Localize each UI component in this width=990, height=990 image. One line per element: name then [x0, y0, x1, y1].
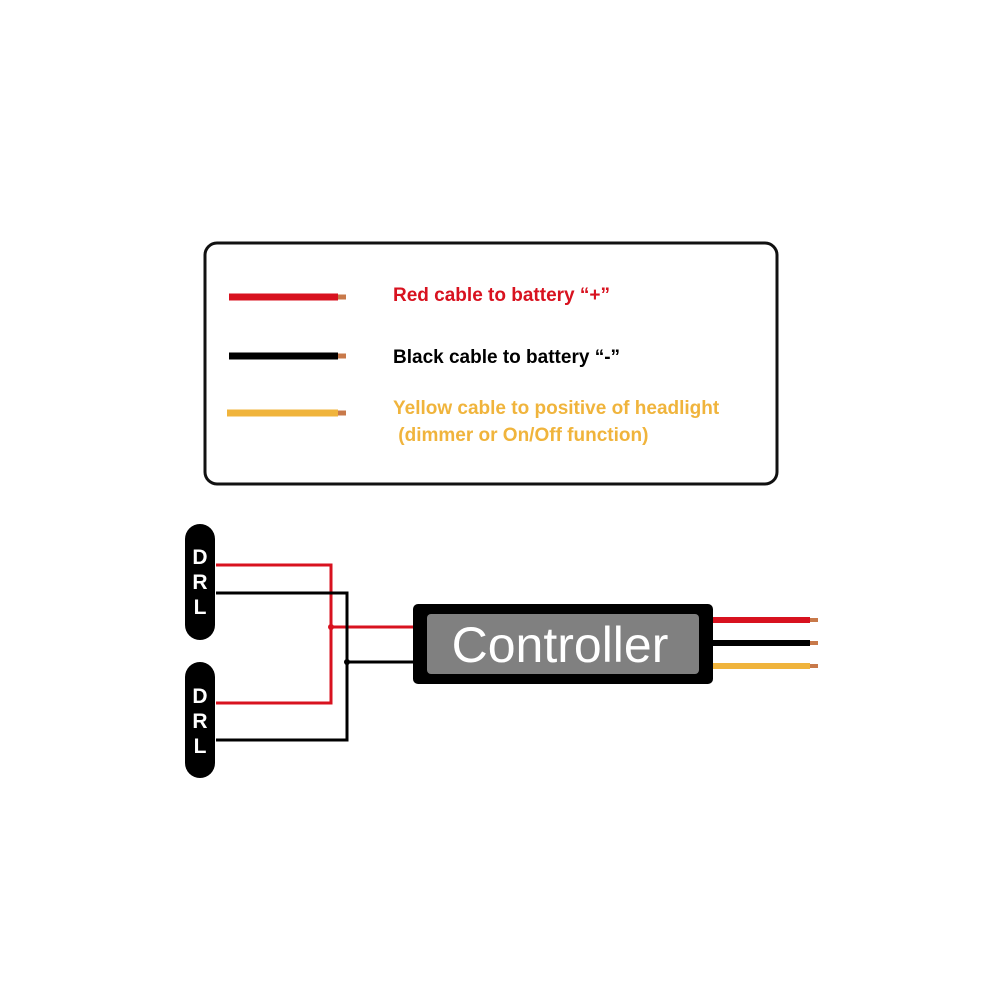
- black-wire-drl-2: [216, 662, 349, 742]
- drl-unit-1-letter-r: R: [192, 571, 207, 594]
- black-junction: [344, 659, 350, 665]
- drl-unit-1-body: [185, 524, 215, 640]
- legend-label-yellow: Yellow cable to positive of headlight: [393, 398, 720, 419]
- controller: Controller: [413, 604, 713, 684]
- red-wire-drl-1: [216, 563, 333, 627]
- drl-wiring: [216, 563, 414, 742]
- controller-output-wires: [713, 617, 818, 669]
- drl-unit-2-letter-l: L: [194, 735, 207, 758]
- controller-label-panel: [427, 614, 699, 674]
- controller-label: Controller: [452, 617, 669, 673]
- drl-unit-2-letter-r: R: [192, 710, 207, 733]
- legend-label-black: Black cable to battery “-”: [393, 347, 620, 368]
- drl-unit-2: D R L: [185, 662, 215, 778]
- drl-unit-1-letter-l: L: [194, 596, 207, 619]
- red-junction: [328, 624, 334, 630]
- legend-frame: [203, 241, 779, 486]
- black-wire-drl-1: [216, 591, 349, 662]
- drl-unit-2-letter-d: D: [192, 685, 207, 708]
- red-wire-drl-2: [216, 627, 333, 705]
- legend-box: Red cable to battery “+” Black cable to …: [203, 241, 779, 486]
- drl-unit-1: D R L: [185, 524, 215, 640]
- drl-unit-1-letter-d: D: [192, 546, 207, 569]
- drl-unit-2-body: [185, 662, 215, 778]
- legend-label-red: Red cable to battery “+”: [393, 285, 610, 306]
- legend-label-yellow-line2: (dimmer or On/Off function): [393, 425, 648, 446]
